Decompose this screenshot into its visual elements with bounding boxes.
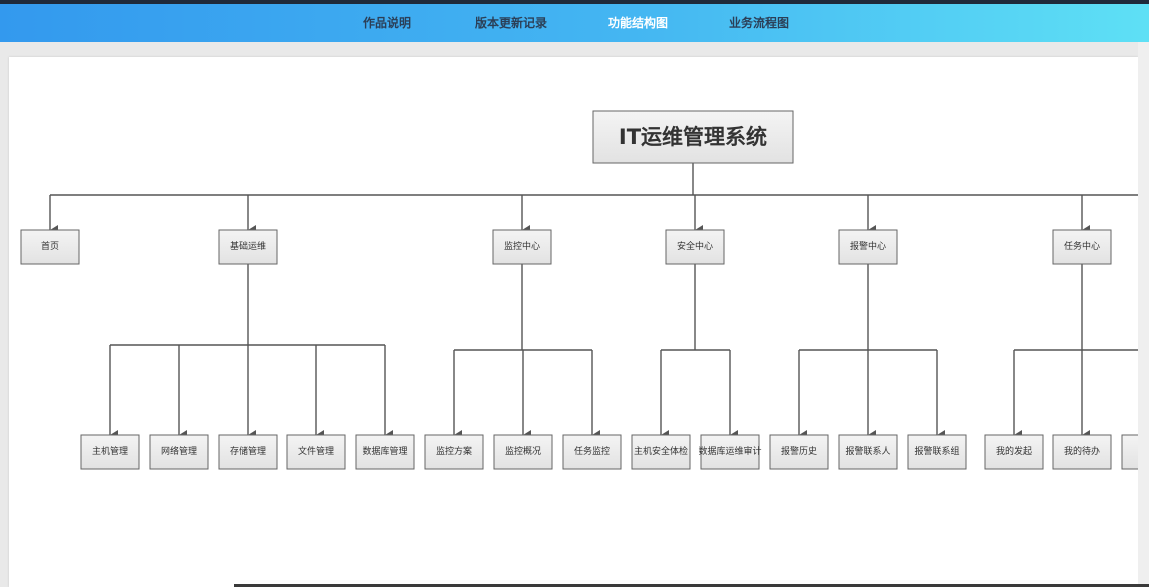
function-node-5-1-label: 报警历史 [781,445,817,457]
function-node-5-3-label: 报警联系组 [914,445,959,457]
module-node-5: 报警中心 [838,229,898,265]
function-node-4-1-label: 主机安全体检 [634,445,688,457]
nav-tab-flow[interactable]: 业务流程图 [729,16,790,30]
function-node-2-3-label: 存储管理 [230,445,266,457]
function-node-3-1-label: 监控方案 [436,445,472,457]
function-node-5-2: 报警联系人 [838,434,898,470]
function-node-3-2: 监控概况 [493,434,553,470]
function-node-2-3: 存储管理 [218,434,278,470]
nav-tab-description[interactable]: 作品说明 [363,16,412,30]
function-node-3-2-label: 监控概况 [505,445,541,457]
module-node-6-box [1052,229,1112,265]
function-node-5-1-box [769,434,829,470]
function-node-2-1-box [80,434,140,470]
function-node-3-3-box [562,434,622,470]
function-node-3-2-box [493,434,553,470]
function-node-6-1-label: 我的发起 [996,445,1032,457]
function-node-6-2: 我的待办 [1052,434,1112,470]
module-node-1-label: 首页 [41,240,59,252]
function-node-6-3: 我 [1121,434,1138,470]
function-node-4-1-box [631,434,691,470]
function-node-3-3-label: 任务监控 [574,445,610,457]
module-node-5-box [838,229,898,265]
module-node-2-label: 基础运维 [230,240,266,252]
module-node-4: 安全中心 [665,229,725,265]
module-node-4-box [665,229,725,265]
function-node-4-2-box [700,434,760,470]
top-nav-bar: 作品说明 版本更新记录 功能结构图 业务流程图 [0,4,1149,42]
function-node-2-3-box [218,434,278,470]
function-node-2-5-label: 数据库管理 [362,445,407,457]
module-node-4-label: 安全中心 [677,240,713,252]
function-node-6-2-box [1052,434,1112,470]
function-node-5-3-box [907,434,967,470]
module-node-3-box [492,229,552,265]
function-node-2-2: 网络管理 [149,434,209,470]
function-node-6-3-box [1121,434,1138,470]
function-node-2-4-box [286,434,346,470]
function-node-5-1: 报警历史 [769,434,829,470]
module-node-5-label: 报警中心 [850,240,886,252]
page-scrollbar[interactable] [1138,42,1149,587]
bottom-strip [234,584,1149,587]
module-node-3: 监控中心 [492,229,552,265]
function-node-2-5-box [355,434,415,470]
function-node-5-2-label: 报警联系人 [845,445,890,457]
root-node: IT运维管理系统 [592,110,794,164]
function-node-2-4-label: 文件管理 [298,445,334,457]
top-edge-strip [0,0,1149,4]
function-node-2-5: 数据库管理 [355,434,415,470]
function-node-4-1: 主机安全体检 [631,434,691,470]
function-node-6-1: 我的发起 [984,434,1044,470]
function-node-2-2-label: 网络管理 [161,445,197,457]
function-node-3-1: 监控方案 [424,434,484,470]
function-node-3-3: 任务监控 [562,434,622,470]
module-node-1-box [20,229,80,265]
root-node-box [592,110,794,164]
function-node-4-2-label: 数据库运维审计 [698,445,761,457]
function-node-6-1-box [984,434,1044,470]
diagram-canvas: IT运维管理系统首页 基础运维主机管理 网络管理 存储管理 文件管理 数据库管理 监控中心监… [9,57,1138,587]
function-node-2-2-box [149,434,209,470]
function-node-5-2-box [838,434,898,470]
function-node-6-2-label: 我的待办 [1064,445,1100,457]
function-node-2-1: 主机管理 [80,434,140,470]
module-node-2-box [218,229,278,265]
function-node-2-1-label: 主机管理 [92,445,128,457]
module-node-1: 首页 [20,229,80,265]
module-node-2: 基础运维 [218,229,278,265]
function-node-4-2: 数据库运维审计 [698,434,762,470]
nav-tab-structure[interactable]: 功能结构图 [608,16,669,30]
function-node-2-4: 文件管理 [286,434,346,470]
module-node-6: 任务中心 [1052,229,1112,265]
module-node-3-label: 监控中心 [504,240,540,252]
function-node-3-1-box [424,434,484,470]
root-node-label: IT运维管理系统 [619,125,767,149]
module-node-6-label: 任务中心 [1064,240,1100,252]
function-node-5-3: 报警联系组 [907,434,967,470]
nav-tab-changelog[interactable]: 版本更新记录 [475,16,548,30]
